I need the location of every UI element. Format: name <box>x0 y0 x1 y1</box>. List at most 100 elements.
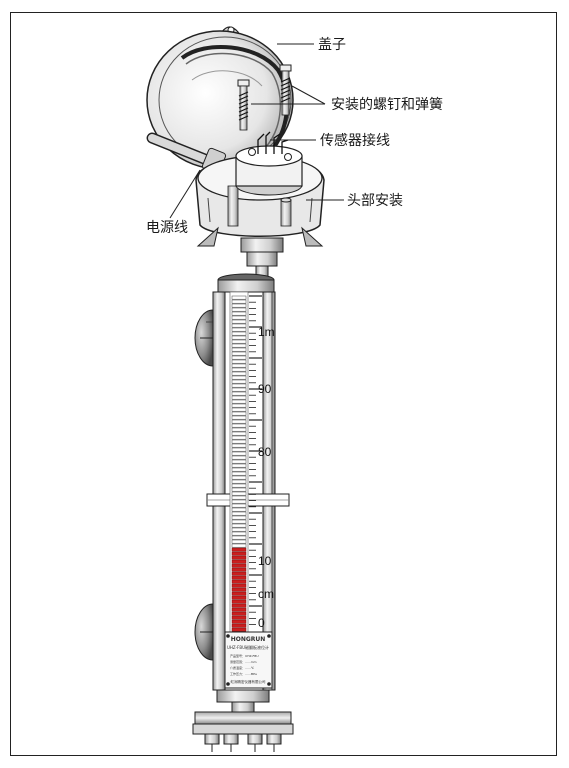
indicator-plate <box>231 439 247 444</box>
indicator-plate <box>231 363 247 368</box>
callout-sensor-wiring: 传感器接线 <box>320 132 390 149</box>
leader-screws-b <box>291 85 326 105</box>
indicator-plate <box>231 447 247 452</box>
indicator-plate <box>231 511 247 516</box>
diagram-frame <box>10 12 557 756</box>
indicator-plate <box>231 359 247 364</box>
indicator-plate <box>231 555 247 560</box>
indicator-plate <box>231 355 247 360</box>
indicator-plate <box>231 603 247 608</box>
indicator-plate <box>231 551 247 556</box>
indicator-plate <box>231 383 247 388</box>
indicator-plate <box>231 335 247 340</box>
indicator-plate <box>231 387 247 392</box>
indicator-plate <box>231 311 247 316</box>
indicator-plate <box>231 347 247 352</box>
indicator-plate <box>231 487 247 492</box>
flip-indicator-column <box>231 295 247 632</box>
indicator-plate <box>231 379 247 384</box>
indicator-plate <box>231 343 247 348</box>
indicator-plate <box>231 339 247 344</box>
nameplate-line-4: 工作压力：......MPa <box>230 671 257 676</box>
scale-label-1m: 1m <box>258 325 275 339</box>
scale-label-90: 90 <box>258 382 272 396</box>
indicator-plate <box>231 539 247 544</box>
indicator-plate <box>231 427 247 432</box>
indicator-plate <box>231 463 247 468</box>
nameplate-line-3: 介质温度：......℃ <box>230 665 255 670</box>
indicator-plate <box>231 583 247 588</box>
indicator-plate <box>231 451 247 456</box>
nameplate-brand: HONGRUN <box>231 636 266 643</box>
indicator-plate <box>231 411 247 416</box>
indicator-plate <box>231 587 247 592</box>
indicator-plate <box>231 527 247 532</box>
sensor-module <box>235 131 303 196</box>
indicator-plate <box>231 515 247 520</box>
indicator-plate <box>231 371 247 376</box>
gauge-body <box>206 273 290 691</box>
indicator-plate <box>231 307 247 312</box>
lower-side-flange <box>194 603 214 661</box>
indicator-plate <box>231 455 247 460</box>
indicator-plate <box>231 507 247 512</box>
indicator-plate <box>231 459 247 464</box>
leader-lines <box>169 43 344 219</box>
indicator-plate <box>231 595 247 600</box>
scale-label-80: 80 <box>258 445 272 459</box>
head-neck <box>240 237 284 279</box>
leader-power-cable <box>169 169 201 219</box>
indicator-plate <box>231 295 247 300</box>
indicator-plate <box>231 495 247 500</box>
indicator-plate <box>231 483 247 488</box>
indicator-plate <box>231 475 247 480</box>
indicator-plate <box>231 579 247 584</box>
callout-cover: 盖子 <box>318 37 346 53</box>
indicator-plate <box>231 563 247 568</box>
indicator-plate <box>231 599 247 604</box>
indicator-plate <box>231 623 247 628</box>
indicator-plate <box>231 303 247 308</box>
indicator-plate <box>231 627 247 632</box>
indicator-plate <box>231 531 247 536</box>
indicator-plate <box>231 299 247 304</box>
indicator-plate <box>231 327 247 332</box>
mounting-screws <box>237 64 292 131</box>
indicator-plate <box>231 315 247 320</box>
indicator-plate <box>231 499 247 504</box>
indicator-plate <box>231 319 247 324</box>
indicator-plate <box>231 491 247 496</box>
indicator-plate <box>231 567 247 572</box>
indicator-plate <box>231 471 247 476</box>
indicator-plate <box>231 479 247 484</box>
indicator-plate <box>231 435 247 440</box>
indicator-plate <box>231 423 247 428</box>
indicator-plate <box>231 419 247 424</box>
nameplate-line-2: 测量范围：......mm <box>230 659 257 664</box>
indicator-plate <box>231 431 247 436</box>
indicator-plate <box>231 535 247 540</box>
indicator-plate <box>231 399 247 404</box>
indicator-plate <box>231 611 247 616</box>
indicator-plate <box>231 619 247 624</box>
indicator-plate <box>231 331 247 336</box>
indicator-plate <box>231 575 247 580</box>
indicator-plate <box>231 467 247 472</box>
indicator-plate <box>231 607 247 612</box>
indicator-plate <box>231 443 247 448</box>
upper-side-flange <box>194 309 214 367</box>
nameplate: HONGRUN UHZ-FBU磁翻板液位计 产品型号：UHZ-FBU 测量范围：… <box>224 631 273 689</box>
nameplate-model: UHZ-FBU磁翻板液位计 <box>227 644 269 650</box>
indicator-plate <box>231 375 247 380</box>
indicator-plate <box>231 559 247 564</box>
scale-label-0: 0 <box>258 616 265 630</box>
indicator-plate <box>231 323 247 328</box>
scale-ticks <box>249 295 262 625</box>
indicator-plate <box>231 503 247 508</box>
callout-head-mounting: 头部安装 <box>347 193 403 209</box>
indicator-plate <box>231 407 247 412</box>
indicator-plate <box>231 615 247 620</box>
nameplate-line-1: 产品型号：UHZ-FBU <box>230 653 259 658</box>
scale-labels: 1m 90 80 10 cm 0 <box>258 325 275 630</box>
